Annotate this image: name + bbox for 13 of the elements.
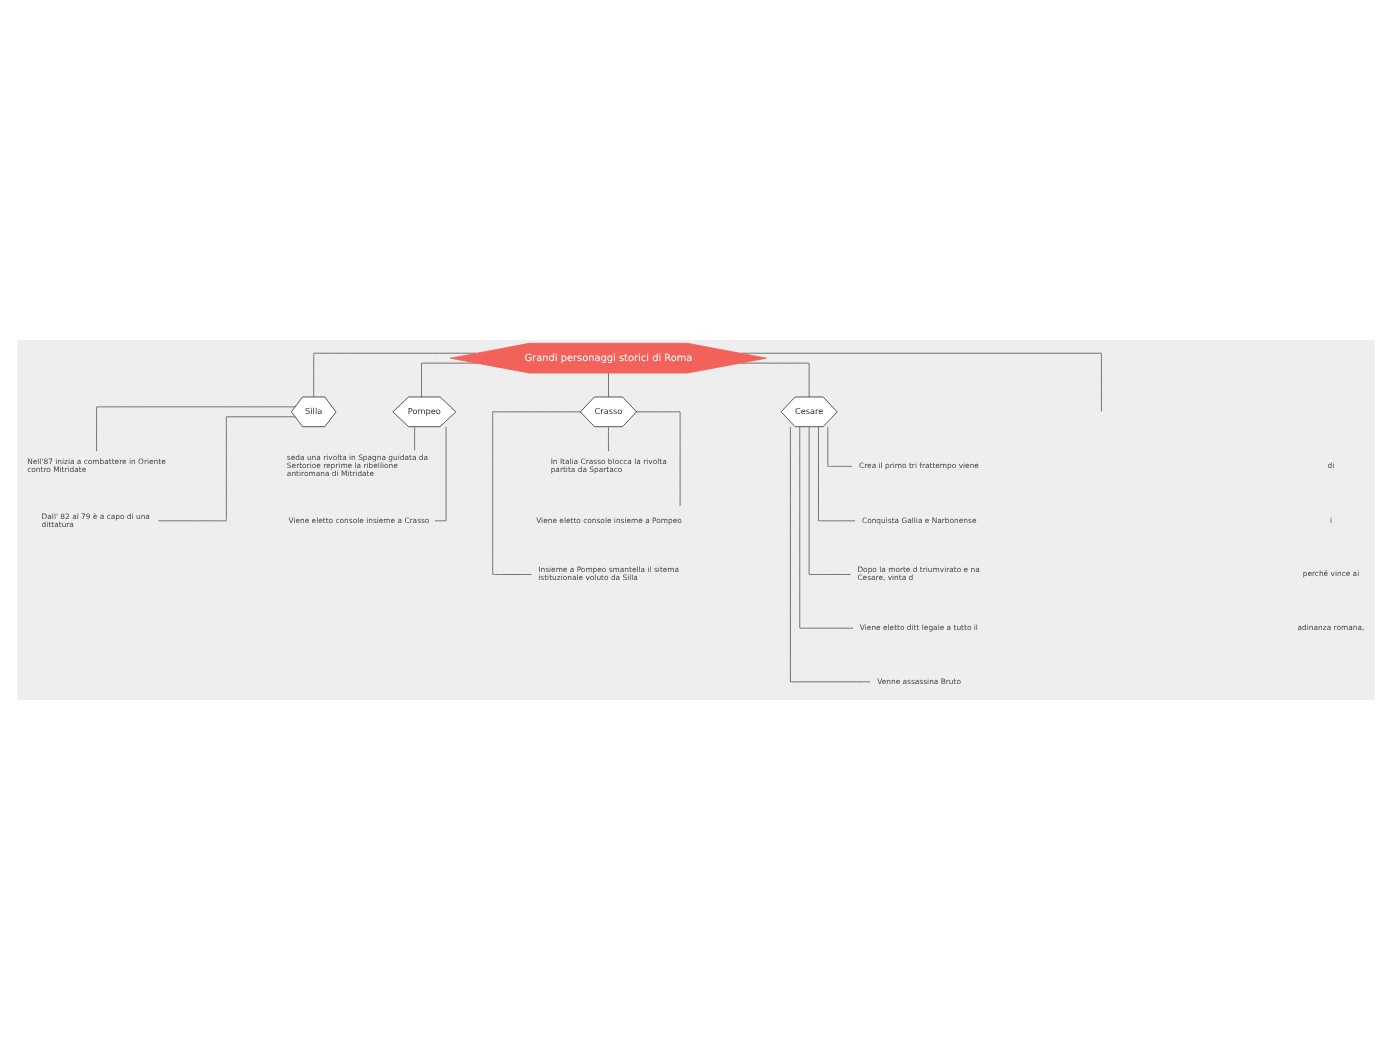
connector <box>740 352 1102 412</box>
connector <box>608 426 609 452</box>
connector <box>421 362 478 398</box>
connector <box>799 426 854 629</box>
connector <box>608 372 609 398</box>
connector <box>808 426 852 575</box>
connector <box>739 362 810 398</box>
connector <box>827 426 853 467</box>
connector <box>414 426 416 451</box>
connector <box>313 352 478 398</box>
connector <box>789 426 871 683</box>
connector <box>492 411 609 575</box>
connector <box>817 426 856 522</box>
